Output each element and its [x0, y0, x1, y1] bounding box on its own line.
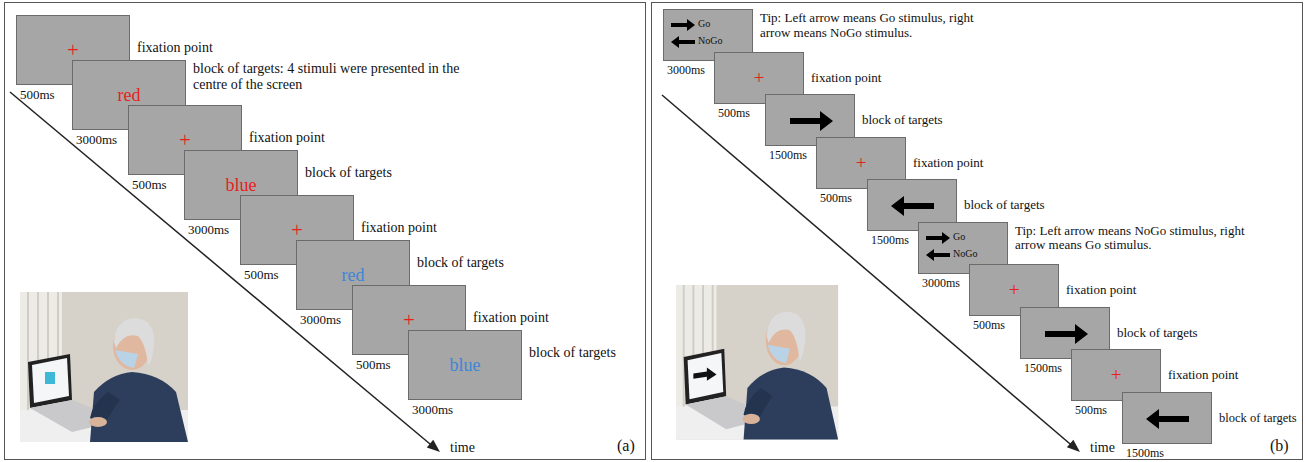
step-label: fixation point: [137, 40, 213, 56]
duration-label: 500ms: [356, 358, 391, 373]
duration-label: 3000ms: [76, 133, 117, 148]
duration-label: 500ms: [20, 88, 55, 103]
fixation-cross: +: [1072, 364, 1160, 386]
instruction-tip: Tip: Left arrow means NoGo stimulus, rig…: [1015, 224, 1247, 254]
step-label: fixation point: [249, 130, 325, 146]
figure-panel: (a) + fixation point 500ms red block of targe…: [4, 2, 646, 460]
duration-label: 500ms: [132, 178, 167, 193]
step-label: fixation point: [1066, 283, 1136, 298]
panel-letter: (b): [1270, 437, 1289, 455]
panel-letter: (a): [617, 437, 635, 455]
step-label: block of targets: [417, 255, 504, 271]
duration-label: 500ms: [718, 107, 750, 121]
screen-box: blueblock of targets3000ms: [408, 330, 522, 400]
stimulus-word: red: [297, 265, 409, 286]
step-label: block of targets: [1219, 411, 1297, 425]
duration-label: 3000ms: [300, 313, 341, 328]
arrow-stimulus: [1123, 393, 1213, 445]
step-label: block of targets: 4 stimuli were present…: [193, 61, 493, 93]
duration-label: 1500ms: [871, 234, 909, 248]
duration-label: 500ms: [244, 268, 279, 283]
screen-box: block of targets1500ms: [1122, 392, 1212, 444]
step-label: block of targets: [529, 345, 616, 361]
fixation-cross: +: [129, 128, 241, 152]
right-arrow: [671, 19, 695, 31]
duration-label: 500ms: [1075, 404, 1107, 418]
key-label: NoGo: [698, 35, 722, 47]
step-label: fixation point: [811, 71, 881, 86]
fixation-cross: +: [970, 279, 1058, 301]
step-label: fixation point: [1168, 368, 1238, 383]
step-label: block of targets: [1117, 326, 1198, 341]
step-label: fixation point: [913, 156, 983, 171]
participant-photo: [20, 292, 188, 442]
step-label: fixation point: [361, 220, 437, 236]
arrow-shape: [790, 111, 833, 131]
instruction-tip: Tip: Left arrow means Go stimulus, right…: [760, 11, 975, 41]
duration-label: 1500ms: [769, 149, 807, 163]
right-arrow: [926, 232, 950, 244]
duration-label: 500ms: [973, 319, 1005, 333]
fixation-cross: +: [241, 218, 353, 242]
fixation-cross: +: [817, 152, 905, 174]
arrow-shape: [891, 196, 934, 216]
stimulus-word: blue: [409, 355, 521, 376]
stimulus-word: red: [73, 85, 185, 106]
duration-label: 1500ms: [1024, 362, 1062, 376]
key-label: Go: [698, 18, 710, 30]
duration-label: 3000ms: [412, 403, 453, 418]
key-label: NoGo: [953, 248, 977, 260]
step-label: block of targets: [964, 198, 1045, 213]
stimulus-word: blue: [185, 175, 297, 196]
duration-label: 3000ms: [667, 64, 705, 78]
left-arrow: [671, 36, 695, 48]
fixation-cross: +: [17, 38, 129, 62]
time-arrow: [662, 95, 1076, 449]
left-arrow: [926, 249, 950, 261]
duration-label: 3000ms: [922, 277, 960, 291]
key-label: Go: [953, 231, 965, 243]
step-label: fixation point: [473, 310, 549, 326]
step-label: block of targets: [862, 113, 943, 128]
arrow-shape: [1045, 324, 1088, 344]
axis-label: time: [450, 440, 475, 456]
arrow-polygon: [1146, 409, 1189, 429]
arrow-shape: [1146, 409, 1189, 429]
time-arrow: [10, 92, 436, 449]
fixation-cross: +: [353, 308, 465, 332]
arrow-polygon: [891, 196, 934, 216]
duration-label: 1500ms: [1126, 447, 1164, 461]
participant-photo: [676, 285, 838, 440]
arrow-head: [1067, 440, 1083, 456]
fixation-cross: +: [715, 67, 803, 89]
duration-label: 3000ms: [188, 223, 229, 238]
arrow-polygon: [790, 111, 833, 131]
arrow-polygon: [1045, 324, 1088, 344]
duration-label: 500ms: [820, 192, 852, 206]
step-label: block of targets: [305, 165, 392, 181]
axis-label: time: [1090, 440, 1115, 456]
arrow-head: [427, 440, 443, 456]
figure-panel: (b)GoNoGoTip: Left arrow means Go stimul…: [651, 2, 1303, 460]
